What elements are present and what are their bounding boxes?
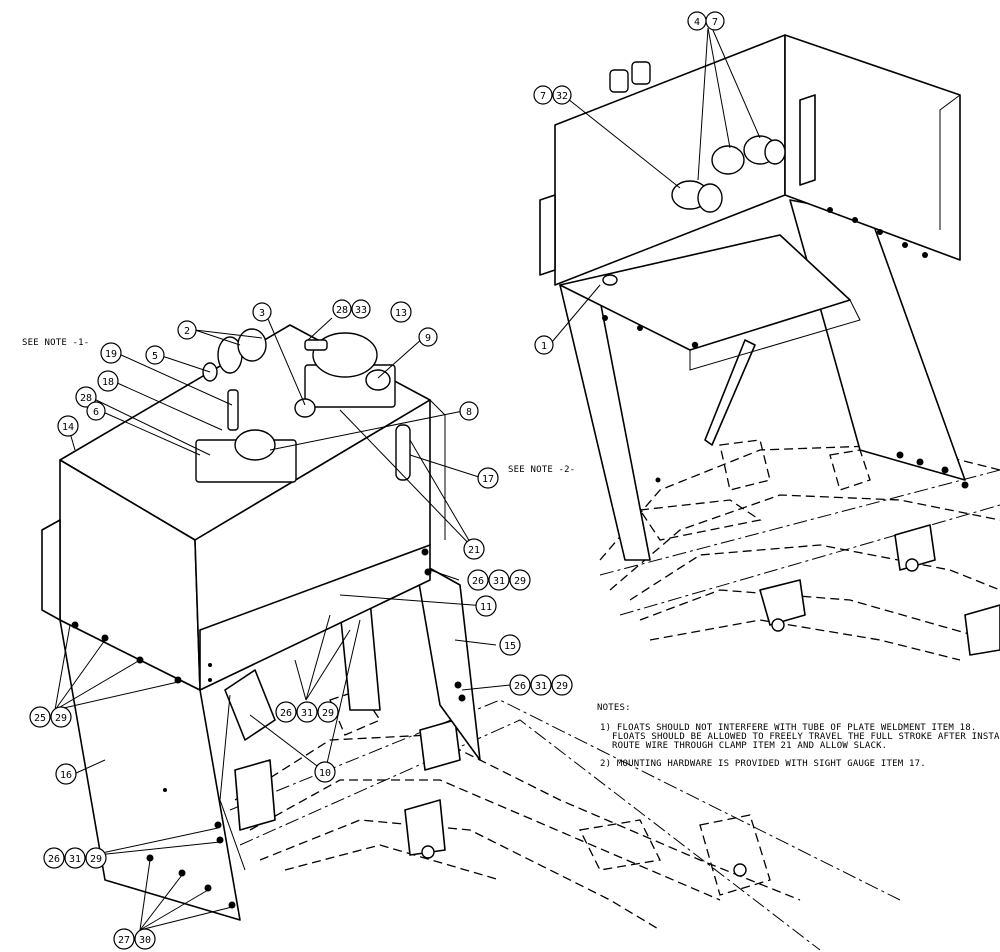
svg-text:29: 29 [556,681,568,692]
svg-text:33: 33 [355,305,367,316]
svg-text:29: 29 [55,713,67,724]
right-view [539,27,1000,661]
callout-9: 9 [418,327,438,347]
svg-text:31: 31 [69,854,81,865]
svg-text:18: 18 [102,377,114,388]
svg-text:26: 26 [472,576,484,587]
svg-text:4: 4 [694,17,700,28]
callout-21: 21 [463,538,485,560]
notes-block: NOTES: 1) FLOATS SHOULD NOT INTERFERE WI… [597,703,1000,769]
svg-text:17: 17 [482,474,494,485]
callout-26-31-29-upper: 26 31 29 [467,569,531,591]
callout-26-31-29-lower: 26 31 29 [43,847,107,869]
svg-text:27: 27 [118,935,130,946]
see-note-2: SEE NOTE -2- [508,465,575,475]
svg-text:29: 29 [322,708,334,719]
callout-11: 11 [475,595,497,617]
svg-text:7: 7 [540,91,546,102]
callout-7-32: 7 32 [533,85,572,105]
svg-text:5: 5 [152,351,158,362]
svg-text:32: 32 [556,91,568,102]
svg-text:19: 19 [105,349,117,360]
svg-text:8: 8 [466,407,472,418]
svg-text:25: 25 [34,713,46,724]
callout-26-31-29-middle: 26 31 29 [275,701,339,723]
callout-19: 19 [100,342,122,364]
notes-heading: NOTES: [597,703,631,713]
callout-13: 13 [390,301,412,323]
svg-text:7: 7 [712,17,718,28]
svg-text:29: 29 [90,854,102,865]
elbow-fittings-right [609,61,786,213]
svg-text:30: 30 [139,935,151,946]
svg-text:14: 14 [62,422,74,433]
note-2-line-1: 2) MOUNTING HARDWARE IS PROVIDED WITH SI… [600,759,926,769]
svg-text:31: 31 [301,708,313,719]
note-1-line-2: FLOATS SHOULD BE ALLOWED TO FREELY TRAVE… [612,732,1000,742]
callout-4-7: 4 7 [687,11,725,31]
svg-text:28: 28 [80,393,92,404]
svg-text:26: 26 [280,708,292,719]
svg-text:26: 26 [48,854,60,865]
callout-2: 2 [177,320,197,340]
callout-14: 14 [57,415,79,437]
note-1-line-1: 1) FLOATS SHOULD NOT INTERFERE WITH TUBE… [600,723,976,733]
svg-text:29: 29 [514,576,526,587]
svg-text:13: 13 [395,308,407,319]
svg-text:21: 21 [468,545,480,556]
svg-text:2: 2 [184,326,190,337]
callout-6: 6 [86,401,106,421]
callout-15: 15 [499,634,521,656]
see-note-1: SEE NOTE -1- [22,338,89,348]
callout-1: 1 [534,335,554,355]
callout-5: 5 [145,345,165,365]
note-1-line-3: ROUTE WIRE THROUGH CLAMP ITEM 21 AND ALL… [612,741,887,751]
svg-text:31: 31 [535,681,547,692]
sight-gauge-icon [395,424,411,481]
svg-text:15: 15 [504,641,516,652]
svg-text:3: 3 [259,308,265,319]
callout-bubbles: 1 7 32 4 7 2 3 28 33 13 9 5 19 18 28 6 1… [29,11,725,950]
svg-text:10: 10 [319,768,331,779]
callout-28: 28 [75,386,97,408]
callout-8: 8 [459,401,479,421]
svg-text:26: 26 [514,681,526,692]
svg-text:6: 6 [93,407,99,418]
callout-27-30: 27 30 [113,928,156,950]
tank-top-fittings [195,328,396,483]
callout-18: 18 [97,370,119,392]
callout-17: 17 [477,467,499,489]
svg-text:9: 9 [425,333,431,344]
svg-text:16: 16 [60,770,72,781]
svg-text:28: 28 [336,305,348,316]
svg-text:1: 1 [541,341,547,352]
callout-26-31-29-right: 26 31 29 [509,674,573,696]
callout-28-33: 28 33 [332,299,371,319]
svg-text:31: 31 [493,576,505,587]
left-view [41,311,901,951]
callout-10: 10 [314,761,336,783]
svg-text:11: 11 [480,602,492,613]
callout-25-29: 25 29 [29,706,72,728]
callout-16: 16 [55,763,77,785]
callout-3: 3 [252,302,272,322]
